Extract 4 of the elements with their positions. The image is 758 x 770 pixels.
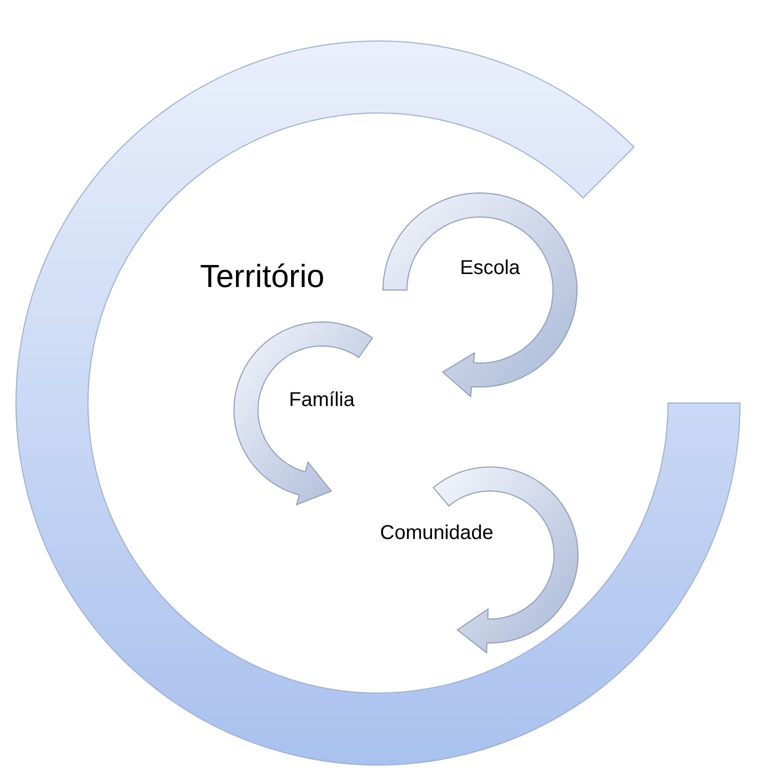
title-label: Território: [200, 258, 324, 295]
node-label: Família: [289, 389, 355, 412]
node-label: Comunidade: [380, 522, 494, 545]
node-label: Escola: [460, 257, 520, 280]
